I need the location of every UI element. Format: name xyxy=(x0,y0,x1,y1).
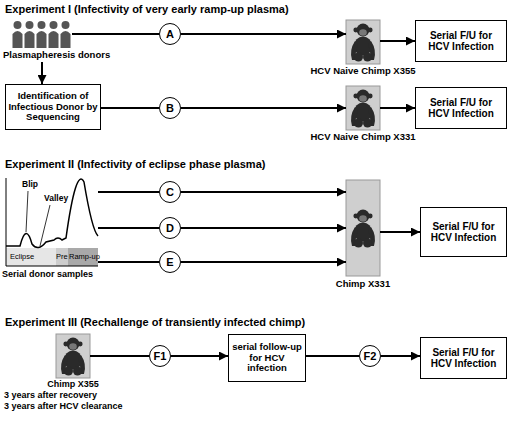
node-caption: Chimp X331 xyxy=(313,279,413,289)
step-circle: A xyxy=(159,23,181,45)
node-caption: Eclipse xyxy=(10,253,34,261)
node-text: A xyxy=(166,28,174,40)
process-box: Serial F/U for HCV Infection xyxy=(420,337,507,379)
pre-band xyxy=(56,248,68,266)
node-caption: 3 years after recovery xyxy=(4,391,97,401)
flow-arrow xyxy=(380,107,415,109)
node-caption: HCV Naive Chimp X331 xyxy=(298,132,428,142)
chimp-icon: HCV Naive Chimp X355 xyxy=(346,20,380,64)
step-circle: F2 xyxy=(359,345,381,367)
flow-arrow xyxy=(98,261,159,263)
flow-arrow xyxy=(171,355,228,357)
node-text: Serial F/U for HCV Infection xyxy=(418,97,504,120)
flow-arrow xyxy=(98,227,159,229)
node-text: Serial F/U for HCV Infection xyxy=(418,30,504,53)
node-caption: Plasmapheresis donors xyxy=(3,50,110,60)
person-figure xyxy=(37,21,47,48)
experiment-heading: Experiment II (Infectivity of eclipse ph… xyxy=(5,158,265,170)
flow-arrow xyxy=(181,107,346,109)
chimp-panel xyxy=(346,20,380,64)
chimp-icon: Chimp X331 xyxy=(346,180,380,276)
node-text: Serial F/U for HCV Infection xyxy=(423,221,504,244)
leader-line xyxy=(26,191,28,232)
flow-arrow xyxy=(101,107,159,109)
chimp-panel xyxy=(56,334,90,378)
chimp-figure xyxy=(351,210,375,248)
donor-figures xyxy=(13,21,71,48)
node-caption: HCV Naive Chimp X355 xyxy=(298,66,428,76)
chimp-figure xyxy=(351,24,375,62)
step-circle: D xyxy=(159,217,181,239)
process-box: Serial F/U for HCV Infection xyxy=(415,87,507,129)
step-circle: B xyxy=(159,97,181,119)
chimp-panel xyxy=(346,180,380,276)
node-text: Identification of Infectious Donor by Se… xyxy=(8,91,98,124)
node-text: F2 xyxy=(364,350,377,362)
node-text: C xyxy=(166,186,174,198)
node-caption: Valley xyxy=(44,194,68,203)
step-circle: F1 xyxy=(149,345,171,367)
process-box: Serial F/U for HCV Infection xyxy=(420,207,507,257)
chimp-figure xyxy=(351,90,375,128)
chimp-icon: HCV Naive Chimp X331 xyxy=(346,86,380,130)
flow-arrow xyxy=(381,355,420,357)
step-circle: E xyxy=(159,251,181,273)
node-caption: Ramp-up xyxy=(69,253,100,261)
chimp-figure xyxy=(61,338,85,376)
node-caption: Blip xyxy=(22,180,38,189)
flow-arrow xyxy=(181,33,346,35)
flow-arrow xyxy=(181,227,346,229)
person-figure xyxy=(13,21,23,48)
node-text: Serial F/U for HCV Infection xyxy=(423,347,504,370)
flow-arrow xyxy=(98,191,159,193)
donor-icon: Plasmapheresis donors xyxy=(12,20,72,48)
node-caption: Pre xyxy=(56,253,68,261)
flow-arrow xyxy=(181,191,346,193)
person-figure xyxy=(61,21,71,48)
experiment-heading: Experiment III (Rechallenge of transient… xyxy=(5,316,305,328)
flow-arrow xyxy=(306,355,359,357)
flow-arrow xyxy=(72,33,159,35)
chimp-panel xyxy=(346,86,380,130)
process-box: Identification of Infectious Donor by Se… xyxy=(5,84,101,130)
leader-line xyxy=(40,205,50,246)
chimp-icon: Chimp X3553 years after recovery3 years … xyxy=(56,334,90,378)
eclipse-band xyxy=(6,248,56,266)
viremia-chart: BlipValleyEclipsePreRamp-upSerial donor … xyxy=(6,178,98,266)
flow-arrow xyxy=(41,62,43,84)
flow-arrow xyxy=(90,355,149,357)
person-figure xyxy=(25,21,35,48)
node-text: serial follow-up for HCV infection xyxy=(231,342,303,375)
flow-arrow xyxy=(181,261,346,263)
node-text: E xyxy=(166,256,173,268)
process-box: serial follow-up for HCV infection xyxy=(228,334,306,382)
node-text: F1 xyxy=(154,350,167,362)
person-figure xyxy=(49,21,59,48)
step-circle: C xyxy=(159,181,181,203)
node-caption: 3 years after HCV clearance xyxy=(4,402,123,412)
viremia-curve xyxy=(6,179,98,247)
process-box: Serial F/U for HCV Infection xyxy=(415,20,507,62)
experiment-heading: Experiment I (Infectivity of very early … xyxy=(5,3,289,15)
node-text: D xyxy=(166,222,174,234)
flow-arrow xyxy=(380,40,415,42)
flow-arrow xyxy=(380,231,420,233)
node-caption: Serial donor samples xyxy=(2,270,93,280)
node-text: B xyxy=(166,102,174,114)
node-caption: Chimp X355 xyxy=(23,380,123,390)
